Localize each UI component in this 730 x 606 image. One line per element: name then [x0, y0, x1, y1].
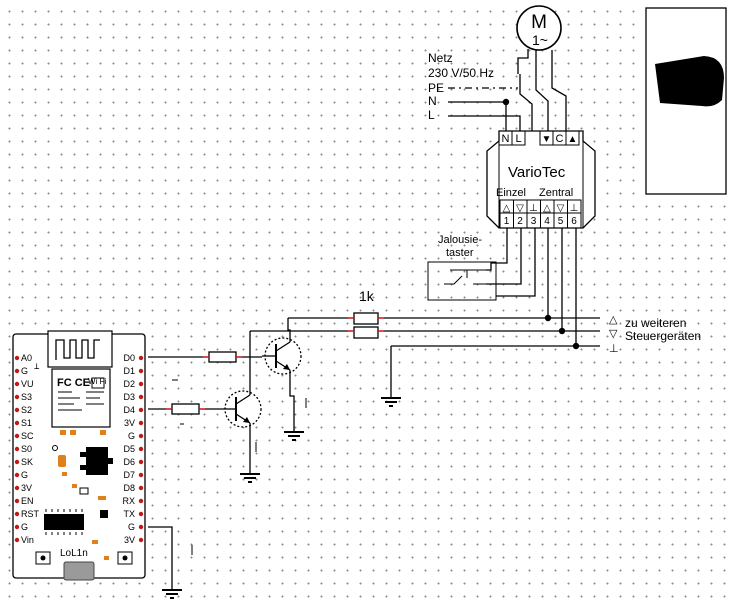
pin-rx: RX — [122, 496, 135, 506]
left-pin-dots — [14, 355, 20, 543]
right-pin-labels: D0 D1 D2 D3 D4 3V G D5 D6 D7 D8 RX TX G … — [122, 353, 135, 545]
pin-d3: D3 — [123, 392, 135, 402]
central-bus: △ ▽ ⊥ zu weiteren Steuergeräten — [381, 228, 701, 407]
bus-gnd-symbol: ⊥ — [609, 343, 619, 355]
pin-s2: S2 — [21, 405, 32, 415]
base-resistors — [148, 351, 262, 425]
terminal-2-symbol: ▽ — [516, 203, 524, 214]
terminal-up: ▲ — [568, 134, 578, 145]
variotec-module: N L ▼ C ▲ VarioTec Einzel Zentral △ ▽ ⊥ … — [486, 130, 596, 229]
bus-up-symbol: △ — [609, 314, 618, 326]
pin-d4: D4 — [123, 405, 135, 415]
board-label: LoL1n — [60, 548, 88, 559]
pin-d8: D8 — [123, 483, 135, 493]
pin-g-right-1: G — [128, 431, 135, 441]
blind-switch: Jalousie- taster — [427, 228, 536, 301]
pin-g-left-3: G — [21, 522, 28, 532]
pin-g-right-2: G — [128, 522, 135, 532]
resistor-label: 1k — [359, 288, 375, 304]
pin-d0: D0 — [123, 353, 135, 363]
pin-sk: SK — [21, 457, 33, 467]
right-panel — [645, 7, 727, 195]
pin-vu: VU — [21, 379, 34, 389]
terminal-1-number: 1 — [504, 216, 510, 227]
terminal-4-number: 4 — [544, 216, 550, 227]
pin-g-left-2: G — [21, 470, 28, 480]
wemos-board: FC CE Wi Fi LoL1n ⊥ — [12, 330, 146, 581]
mains-n: N — [428, 94, 437, 108]
pin-s0: S0 — [21, 444, 32, 454]
pin-d1: D1 — [123, 366, 135, 376]
switch-label-1: Jalousie- — [438, 234, 482, 246]
terminal-3-number: 3 — [531, 216, 537, 227]
mains-l: L — [428, 108, 435, 122]
board-ground — [148, 526, 193, 599]
terminal-l: L — [515, 133, 521, 145]
ce-mark: FC CE — [57, 377, 90, 389]
motor: M 1~ — [516, 5, 567, 131]
pin-3v-left: 3V — [21, 483, 32, 493]
pin-a0: A0 — [21, 353, 32, 363]
pin-rst: RST — [21, 509, 40, 519]
pin-g-left-1: G — [21, 366, 28, 376]
pin-d2: D2 — [123, 379, 135, 389]
group-single: Einzel — [496, 187, 526, 199]
transistor-lower — [222, 331, 262, 483]
further-devices-line1: zu weiteren — [625, 316, 686, 330]
wifi-logo: Wi Fi — [88, 377, 106, 386]
reset-button — [35, 551, 51, 565]
terminal-c: C — [556, 133, 564, 145]
svg-text:⊥: ⊥ — [34, 362, 40, 372]
resistor-pair: 1k — [250, 288, 384, 339]
terminal-1-symbol: △ — [503, 203, 511, 214]
group-central: Zentral — [539, 187, 573, 199]
transistor-upper — [262, 318, 307, 441]
usb-connector — [63, 561, 95, 581]
mains-title: Netz — [428, 51, 453, 65]
pin-3v-right-1: 3V — [124, 418, 135, 428]
terminal-3-symbol: ⊥ — [529, 203, 538, 214]
right-pin-dots — [138, 355, 144, 543]
motor-symbol: M — [531, 12, 547, 33]
pin-vin: Vin — [21, 535, 34, 545]
variotec-name: VarioTec — [508, 164, 566, 181]
pin-sc: SC — [21, 431, 34, 441]
terminal-6-symbol: ⊥ — [570, 203, 579, 214]
pin-3v-right-2: 3V — [124, 535, 135, 545]
terminal-2-number: 2 — [517, 216, 523, 227]
black-shape — [655, 56, 724, 107]
mains-spec: 230 V/50 Hz — [428, 66, 494, 80]
usb-chip — [44, 514, 84, 530]
pin-s3: S3 — [21, 392, 32, 402]
terminal-n: N — [502, 133, 510, 145]
terminal-6-number: 6 — [571, 216, 577, 227]
terminal-down: ▼ — [542, 134, 552, 145]
mains-supply: Netz 230 V/50 Hz PE N L — [428, 51, 521, 131]
further-devices-line2: Steuergeräten — [625, 329, 701, 343]
antenna-area — [47, 330, 113, 368]
motor-phase: 1~ — [532, 32, 548, 48]
left-pin-labels: A0 G VU S3 S2 S1 SC S0 SK G 3V EN RST G … — [21, 353, 40, 545]
pin-s1: S1 — [21, 418, 32, 428]
pin-d7: D7 — [123, 470, 135, 480]
regulator-chip — [86, 447, 108, 475]
pin-d5: D5 — [123, 444, 135, 454]
terminal-5-symbol: ▽ — [557, 203, 565, 214]
bus-down-symbol: ▽ — [609, 328, 618, 340]
mains-pe: PE — [428, 81, 444, 95]
pin-d6: D6 — [123, 457, 135, 467]
terminal-4-symbol: △ — [543, 203, 551, 214]
pin-tx: TX — [123, 509, 135, 519]
pin-en: EN — [21, 496, 34, 506]
switch-label-2: taster — [446, 247, 474, 259]
terminal-5-number: 5 — [558, 216, 564, 227]
